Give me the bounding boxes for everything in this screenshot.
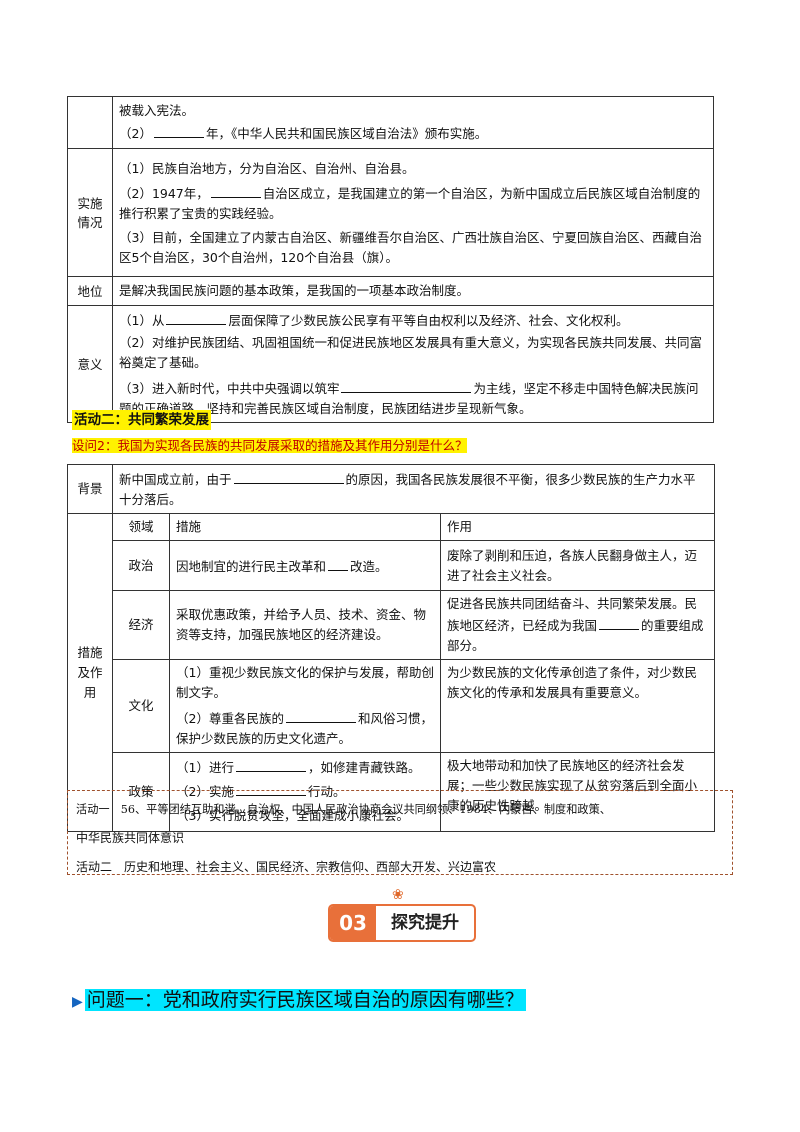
header-domain: 领域 <box>112 513 170 541</box>
economy-measure: 采取优惠政策，并给予人员、技术、资金、物资等支持，加强民族地区的经济建设。 <box>169 590 441 660</box>
culture-domain: 文化 <box>112 659 170 753</box>
economy-effect: 促进各民族共同团结奋斗、共同繁荣发展。民族地区经济，已经成为我国的重要组成部分。 <box>440 590 715 660</box>
policy-domain: 政策 <box>112 752 170 832</box>
impl-label: 实施情况 <box>67 148 113 277</box>
fill-blank[interactable] <box>233 468 344 484</box>
fill-blank[interactable] <box>235 780 306 796</box>
impl-item-1: （1）民族自治地方，分为自治区、自治州、自治县。 <box>119 160 415 176</box>
header-measure: 措施 <box>169 513 441 541</box>
culture-measure-2: （2）尊重各民族的和风俗习惯，保护少数民族的历史文化遗产。 <box>176 707 434 749</box>
fill-blank[interactable] <box>328 555 349 571</box>
culture-measure-1: （1）重视少数民族文化的保护与发展，帮助创制文字。 <box>176 665 434 700</box>
badge-number: 03 <box>330 906 376 940</box>
answer-line-2: 中华民族共同体意识 <box>76 831 185 845</box>
culture-effect: 为少数民族的文化传承创造了条件，对少数民族文化的传承和发展具有重要意义。 <box>440 659 715 753</box>
fill-blank[interactable] <box>153 122 204 138</box>
meaning-item-1: （1）从层面保障了少数民族公民享有平等自由权利以及经济、社会、文化权利。 <box>119 309 707 331</box>
policy-effect: 极大地带动和加快了民族地区的经济社会发展；一些少数民族实现了从贫穷落后到全面小康… <box>440 752 715 832</box>
policy-measure: （1）进行，如修建青藏铁路。 （2）实施行动。 （3）实行脱贫攻坚，全面建成小康… <box>169 752 441 832</box>
badge-box: 03 探究提升 <box>328 904 476 942</box>
background-cell: 新中国成立前，由于的原因，我国各民族发展很不平衡，很多少数民族的生产力水平十分落… <box>112 464 715 514</box>
policy-measure-2: （2）实施行动。 <box>176 780 434 804</box>
meaning-cell: （1）从层面保障了少数民族公民享有平等自由权利以及经济、社会、文化权利。 （2）… <box>112 305 714 423</box>
answer-line-3: 活动二 历史和地理、社会主义、国民经济、宗教信仰、西部大开发、兴边富农 <box>76 860 497 874</box>
constitution-cell: 被载入宪法。 （2）年，《中华人民共和国民族区域自治法》颁布实施。 <box>112 96 714 149</box>
answer-box: 活动一 56、平等团结互助和谐、自治权、中国人民政治协商会议共同纲领、1984、… <box>67 790 733 875</box>
question-2: 设问2：我国为实现各民族的共同发展采取的措施及其作用分别是什么？ <box>72 436 468 456</box>
question-2-prefix: 设问2： <box>72 438 118 453</box>
empty-label-cell <box>67 96 113 149</box>
badge-title: 探究提升 <box>391 913 459 933</box>
impl-item-2: （2）1947年，自治区成立，是我国建立的第一个自治区，为新中国成立后民族区域自… <box>119 182 707 224</box>
politics-domain: 政治 <box>112 540 170 591</box>
background-label: 背景 <box>67 464 113 514</box>
politics-measure: 因地制宜的进行民主改革和改造。 <box>169 540 441 591</box>
meaning-label: 意义 <box>67 305 113 423</box>
politics-effect: 废除了剥削和压迫，各族人民翻身做主人，迈进了社会主义社会。 <box>440 540 715 591</box>
measures-label: 措施及作用 <box>67 513 113 832</box>
fill-blank[interactable] <box>210 182 261 198</box>
autonomy-table: 被载入宪法。 （2）年，《中华人民共和国民族区域自治法》颁布实施。 实施情况 （… <box>67 96 714 423</box>
triangle-arrow-icon: ▶ <box>72 994 83 1010</box>
fill-blank[interactable] <box>599 614 640 630</box>
question-2-text: 我国为实现各民族的共同发展采取的措施及其作用分别是什么？ <box>117 438 468 453</box>
flower-icon: ❀ <box>392 887 404 903</box>
fill-blank[interactable] <box>341 377 472 393</box>
question-1: ▶问题一：党和政府实行民族区域自治的原因有哪些？ <box>72 986 526 1016</box>
economy-domain: 经济 <box>112 590 170 660</box>
header-effect: 作用 <box>440 513 715 541</box>
activity2-title: 活动二：共同繁荣发展 <box>72 410 211 430</box>
meaning-item-2: （2）对维护民族团结、巩固祖国统一和促进民族地区发展具有重大意义，为实现各民族共… <box>119 335 702 370</box>
culture-measure: （1）重视少数民族文化的保护与发展，帮助创制文字。 （2）尊重各民族的和风俗习惯… <box>169 659 441 753</box>
policy-measure-3: （3）实行脱贫攻坚，全面建成小康社会。 <box>176 808 409 823</box>
section-badge: ❀ 03 探究提升 <box>328 888 478 946</box>
meaning-item-3: （3）进入新时代，中共中央强调以筑牢为主线，坚定不移走中国特色解决民族问题的正确… <box>119 377 707 419</box>
constitution-text: 被载入宪法。 <box>119 103 195 118</box>
fill-blank[interactable] <box>235 756 306 772</box>
development-table: 背景 新中国成立前，由于的原因，我国各民族发展很不平衡，很多少数民族的生产力水平… <box>67 464 715 832</box>
fill-blank[interactable] <box>166 309 227 325</box>
status-label: 地位 <box>67 276 113 306</box>
status-text: 是解决我国民族问题的基本政策，是我国的一项基本政治制度。 <box>112 276 714 306</box>
autonomy-law-text: （2）年，《中华人民共和国民族区域自治法》颁布实施。 <box>119 122 707 145</box>
impl-item-3: （3）目前，全国建立了内蒙古自治区、新疆维吾尔自治区、广西壮族自治区、宁夏回族自… <box>119 229 702 265</box>
impl-cell: （1）民族自治地方，分为自治区、自治州、自治县。 （2）1947年，自治区成立，… <box>112 148 714 277</box>
question-1-text: 问题一：党和政府实行民族区域自治的原因有哪些？ <box>84 989 526 1011</box>
answer-line-1: 活动一 56、平等团结互助和谐、自治权、中国人民政治协商会议共同纲领、1984、… <box>76 803 611 816</box>
policy-measure-1: （1）进行，如修建青藏铁路。 <box>176 756 434 780</box>
fill-blank[interactable] <box>285 707 356 723</box>
